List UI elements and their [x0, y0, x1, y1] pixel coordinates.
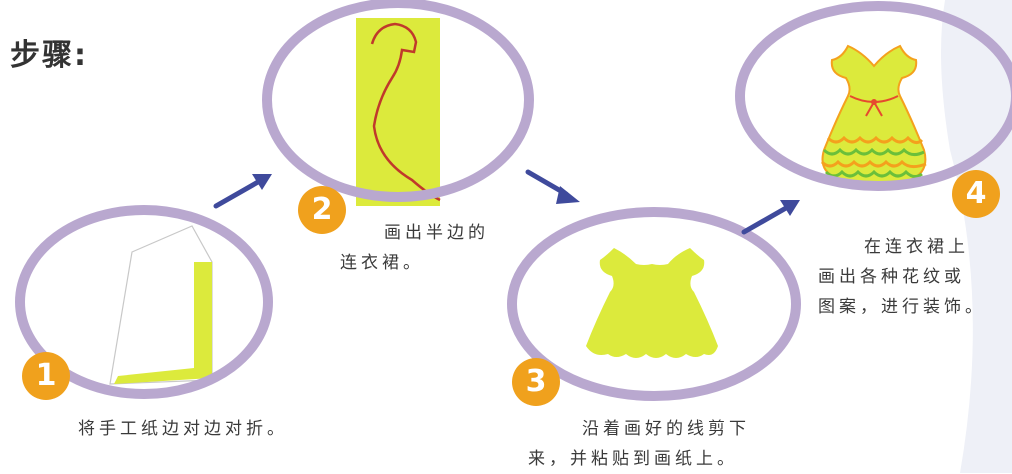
step-4-decorated-dress [820, 44, 927, 186]
step-3-caption: 沿着画好的线剪下 来，并粘贴到画纸上。 [528, 414, 750, 474]
step-1-caption-line: 将手工纸边对边对折。 [78, 419, 288, 439]
page-title: 步骤: [10, 38, 88, 73]
step-3-badge: 3 [512, 358, 560, 406]
step-2-caption-line: 连衣裙。 [340, 253, 424, 273]
step-3-caption-line: 来，并粘贴到画纸上。 [528, 449, 738, 469]
step-1-badge: 1 [22, 352, 70, 400]
step-3-ring [507, 207, 801, 401]
arrow-step-2-to-3 [525, 169, 580, 204]
step-4-badge: 4 [952, 170, 1000, 218]
step-2-ring [262, 0, 534, 202]
step-3-illustration [507, 207, 801, 401]
step-2-illustration [262, 0, 534, 206]
step-2-caption: 画出半边的 连衣裙。 [340, 218, 489, 278]
step-1-folded-half [114, 262, 212, 384]
step-4-caption-line: 在连衣裙上 [864, 237, 969, 257]
arrow-step-3-to-4 [741, 200, 800, 235]
arrow-step-1-to-2 [213, 174, 272, 209]
step-4-illustration [735, 1, 1012, 191]
step-4-caption: 在连衣裙上 画出各种花纹或 图案，进行装饰。 [818, 232, 986, 322]
step-2-half-dress-outline [370, 22, 441, 202]
step-4-caption-line: 画出各种花纹或 [818, 267, 965, 287]
step-3-cut-dress [586, 248, 718, 358]
step-1-caption: 将手工纸边对边对折。 [78, 414, 288, 444]
step-1-illustration [15, 205, 273, 399]
step-1-ring [15, 205, 273, 399]
background-decoration [941, 0, 1012, 473]
step-2-caption-line: 画出半边的 [384, 223, 489, 243]
step-2-folded-paper [356, 18, 440, 206]
step-4-ring [735, 1, 1012, 191]
step-3-caption-line: 沿着画好的线剪下 [582, 419, 750, 439]
step-2-badge: 2 [298, 186, 346, 234]
step-4-caption-line: 图案，进行装饰。 [818, 297, 986, 317]
